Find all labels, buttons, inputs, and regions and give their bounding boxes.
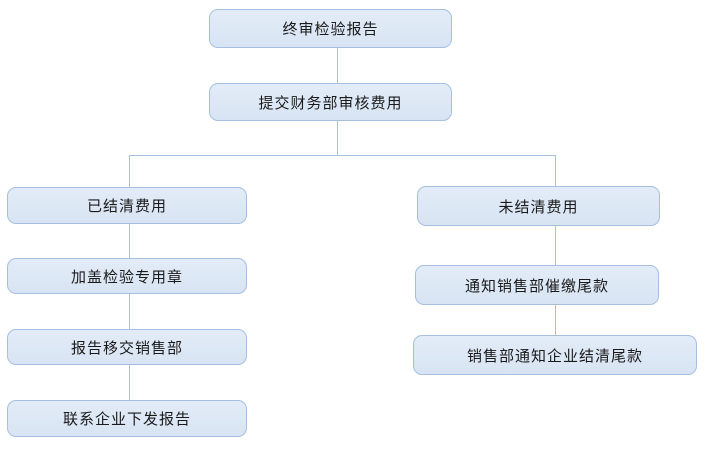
flow-node-sales-notify-enterprise: 销售部通知企业结清尾款: [413, 335, 697, 375]
connector-notify-to-sales-notify: [555, 305, 556, 335]
flow-node-notify-sales-collect: 通知销售部催缴尾款: [415, 265, 659, 305]
connector-unsettled-to-notify: [555, 226, 556, 265]
connector-settled-to-stamp: [129, 224, 130, 258]
flow-node-final-inspection-report: 终审检验报告: [209, 9, 452, 48]
connector-branch-drop-left: [129, 155, 130, 187]
flow-node-submit-finance-review: 提交财务部审核费用: [209, 83, 452, 121]
connector-submit-to-branch: [337, 121, 338, 155]
flow-node-fees-unsettled: 未结清费用: [417, 186, 660, 226]
flow-node-fees-settled: 已结清费用: [7, 187, 247, 224]
connector-final-to-submit: [337, 48, 338, 83]
connector-branch-drop-right: [555, 155, 556, 186]
flow-node-stamp-inspection-seal: 加盖检验专用章: [7, 258, 247, 294]
connector-transfer-to-contact: [129, 365, 130, 400]
connector-branch-horizontal: [129, 155, 556, 156]
flow-node-report-to-sales-dept: 报告移交销售部: [7, 329, 247, 365]
flow-node-contact-enterprise-issue: 联系企业下发报告: [7, 400, 247, 437]
connector-stamp-to-transfer: [129, 294, 130, 329]
